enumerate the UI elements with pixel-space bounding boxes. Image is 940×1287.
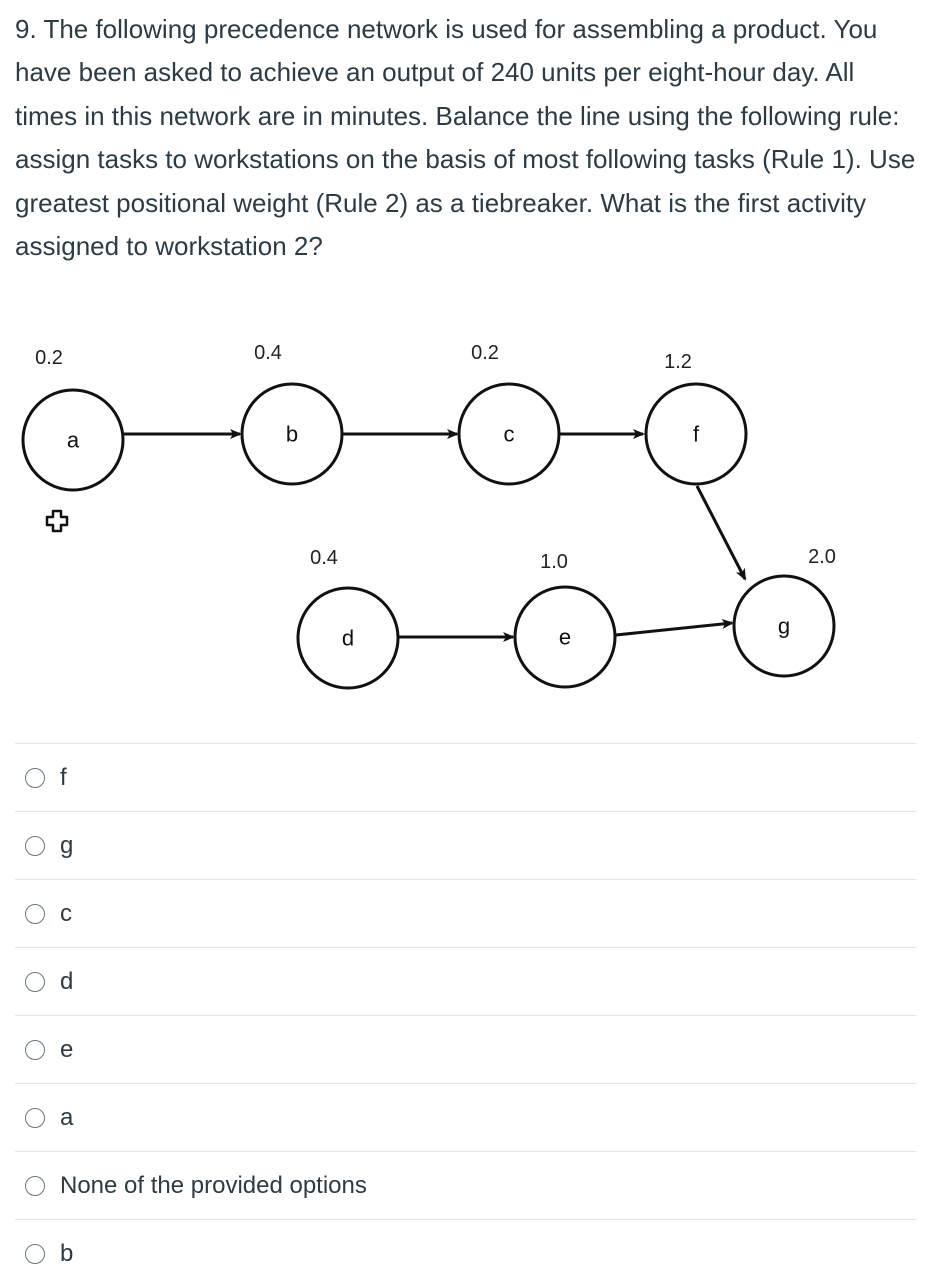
node-c: c 0.2 bbox=[457, 342, 561, 486]
answer-option-g[interactable]: g bbox=[15, 811, 916, 879]
node-b-label: b bbox=[286, 422, 298, 447]
radio-button[interactable] bbox=[25, 835, 45, 856]
node-f-label: f bbox=[693, 422, 700, 447]
answer-label: c bbox=[60, 899, 72, 927]
node-e-label: e bbox=[559, 625, 571, 650]
node-g: g 2.0 bbox=[732, 546, 836, 678]
node-g-time: 2.0 bbox=[808, 546, 836, 568]
radio-button[interactable] bbox=[25, 1039, 45, 1060]
node-d-label: d bbox=[342, 626, 354, 651]
node-d-time: 0.4 bbox=[310, 547, 338, 569]
move-cursor-icon bbox=[45, 509, 69, 533]
node-c-label: c bbox=[504, 422, 515, 447]
radio-button[interactable] bbox=[25, 903, 45, 924]
answer-option-b[interactable]: b bbox=[15, 1219, 916, 1287]
radio-button[interactable] bbox=[25, 971, 45, 992]
node-a-label: a bbox=[67, 428, 80, 453]
node-e: e 1.0 bbox=[513, 551, 617, 689]
answer-option-c[interactable]: c bbox=[15, 879, 916, 947]
radio-button[interactable] bbox=[25, 1243, 45, 1264]
node-e-time: 1.0 bbox=[540, 551, 568, 573]
node-f: f 1.2 bbox=[644, 351, 748, 486]
question-text: 9. The following precedence network is u… bbox=[15, 14, 916, 262]
answer-option-d[interactable]: d bbox=[15, 947, 916, 1015]
answer-label: e bbox=[60, 1035, 74, 1063]
radio-button[interactable] bbox=[25, 1175, 45, 1196]
answer-option-f[interactable]: f bbox=[15, 743, 916, 811]
answer-label: b bbox=[60, 1239, 74, 1267]
answer-label: d bbox=[60, 967, 74, 995]
node-b-time: 0.4 bbox=[254, 342, 282, 364]
answer-option-none[interactable]: None of the provided options bbox=[15, 1151, 916, 1219]
radio-button[interactable] bbox=[25, 1107, 45, 1128]
answer-label: None of the provided options bbox=[60, 1171, 367, 1199]
answer-list: f g c d e a None of the provided options… bbox=[15, 743, 916, 1287]
node-a: a 0.2 bbox=[21, 347, 125, 492]
node-c-time: 0.2 bbox=[471, 342, 499, 364]
edge-e-g bbox=[615, 619, 734, 637]
node-d: d 0.4 bbox=[296, 547, 400, 690]
node-a-time: 0.2 bbox=[35, 347, 63, 369]
answer-option-e[interactable]: e bbox=[15, 1015, 916, 1083]
answer-label: f bbox=[60, 763, 67, 791]
node-g-label: g bbox=[778, 614, 790, 639]
answer-option-a[interactable]: a bbox=[15, 1083, 916, 1151]
answer-label: a bbox=[60, 1103, 74, 1131]
node-b: b 0.4 bbox=[240, 342, 344, 486]
edge-f-g bbox=[695, 485, 747, 581]
radio-button[interactable] bbox=[25, 767, 45, 788]
node-f-time: 1.2 bbox=[664, 351, 692, 373]
precedence-network-diagram: a 0.2 b 0.4 c 0.2 f 1.2 d 0.4 e 1.0 g 2.… bbox=[21, 342, 836, 690]
answer-label: g bbox=[60, 831, 74, 859]
